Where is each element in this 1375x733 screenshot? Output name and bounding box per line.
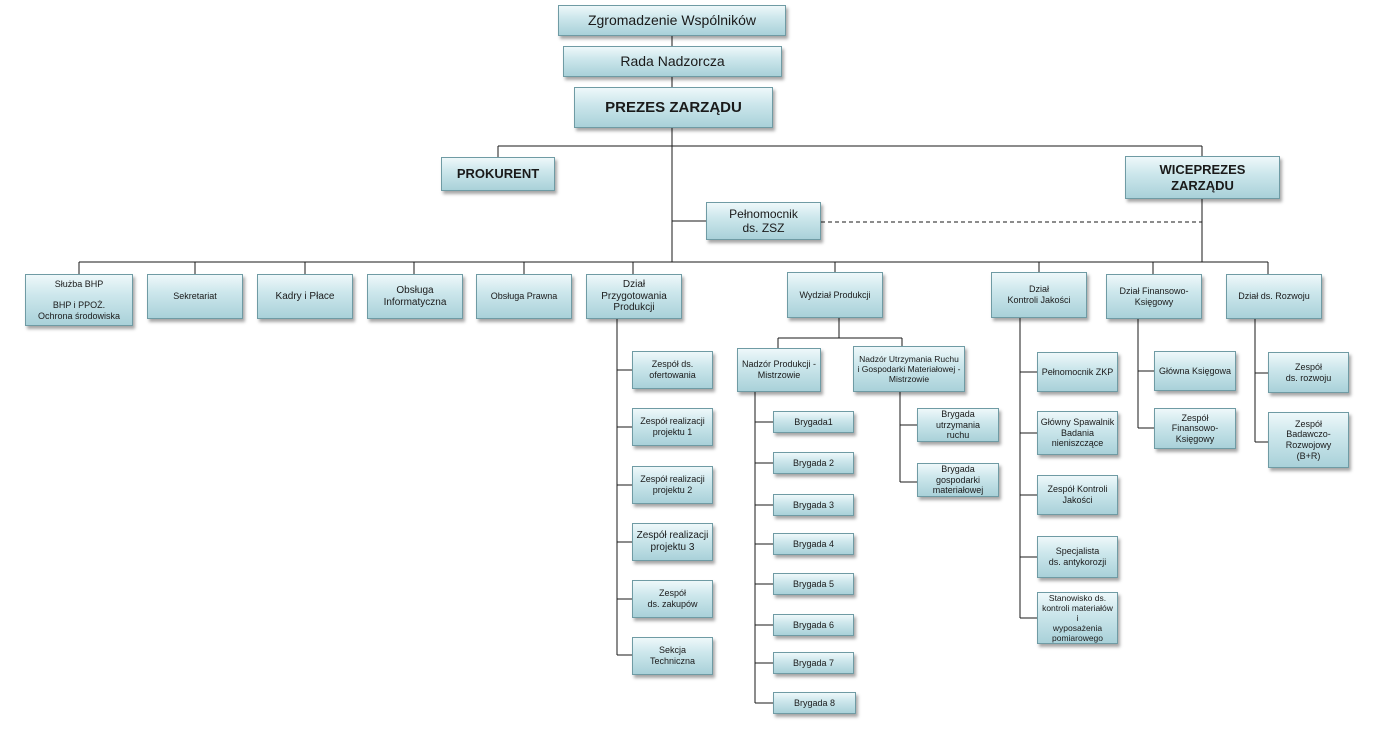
prezes-zarzadu-box: PREZES ZARZĄDU: [574, 87, 773, 128]
brygada-5-box: Brygada 5: [773, 573, 854, 595]
zespol-realizacji-projektu-2-box: Zespół realizacji projektu 2: [632, 466, 713, 504]
pelnomocnik-zkp-box: Pełnomocnik ZKP: [1037, 352, 1118, 392]
brygada-6-box: Brygada 6: [773, 614, 854, 636]
wydzial-produkcji-box: Wydział Produkcji: [787, 272, 883, 318]
sekretariat-box: Sekretariat: [147, 274, 243, 319]
specjalista-antykorozji-box: Specjalista ds. antykorozji: [1037, 536, 1118, 578]
nadzor-produkcji-box: Nadzór Produkcji - Mistrzowie: [737, 348, 821, 392]
sekcja-techniczna-box: Sekcja Techniczna: [632, 637, 713, 675]
zgromadzenie-wspolnikow-box: Zgromadzenie Wspólników: [558, 5, 786, 36]
brygada-7-box: Brygada 7: [773, 652, 854, 674]
glowny-spawalnik-box: Główny Spawalnik Badania nieniszczące: [1037, 411, 1118, 455]
zespol-badawczo-rozwojowy-box: Zespół Badawczo- Rozwojowy (B+R): [1268, 412, 1349, 468]
prokurent-box: PROKURENT: [441, 157, 555, 191]
brygada-2-box: Brygada 2: [773, 452, 854, 474]
zespol-ds-rozwoju-box: Zespół ds. rozwoju: [1268, 352, 1349, 393]
brygada-1-box: Brygada1: [773, 411, 854, 433]
brygada-8-box: Brygada 8: [773, 692, 856, 714]
obsluga-prawna-box: Obsługa Prawna: [476, 274, 572, 319]
glowna-ksiegowa-box: Główna Księgowa: [1154, 351, 1236, 391]
brygada-3-box: Brygada 3: [773, 494, 854, 516]
zespol-realizacji-projektu-1-box: Zespół realizacji projektu 1: [632, 408, 713, 446]
dzial-przygotowania-produkcji-box: Dział Przygotowania Produkcji: [586, 274, 682, 319]
sluzba-bhp-box: Służba BHP BHP i PPOŻ. Ochrona środowisk…: [25, 274, 133, 326]
brygada-utrzymania-ruchu-box: Brygada utrzymania ruchu: [917, 408, 999, 442]
zespol-kontroli-jakosci-box: Zespół Kontroli Jakości: [1037, 475, 1118, 515]
brygada-gospodarki-materialowej-box: Brygada gospodarki materiałowej: [917, 463, 999, 497]
rada-nadzorcza-box: Rada Nadzorcza: [563, 46, 782, 77]
zespol-ofertowania-box: Zespół ds. ofertowania: [632, 351, 713, 389]
zespol-zakupow-box: Zespół ds. zakupów: [632, 580, 713, 618]
dzial-finansowo-ksiegowy-box: Dział Finansowo- Księgowy: [1106, 274, 1202, 319]
nadzor-utrzymania-ruchu-box: Nadzór Utrzymania Ruchu i Gospodarki Mat…: [853, 346, 965, 392]
pelnomocnik-zsz-box: Pełnomocnik ds. ZSZ: [706, 202, 821, 240]
stanowisko-kontroli-materialow-box: Stanowisko ds. kontroli materiałów i wyp…: [1037, 592, 1118, 644]
wiceprezes-zarzadu-box: WICEPREZES ZARZĄDU: [1125, 156, 1280, 199]
zespol-realizacji-projektu-3-box: Zespół realizacji projektu 3: [632, 523, 713, 561]
zespol-finansowo-ksiegowy-box: Zespół Finansowo- Księgowy: [1154, 408, 1236, 449]
brygada-4-box: Brygada 4: [773, 533, 854, 555]
obsluga-informatyczna-box: Obsługa Informatyczna: [367, 274, 463, 319]
kadry-i-place-box: Kadry i Płace: [257, 274, 353, 319]
dzial-ds-rozwoju-box: Dział ds. Rozwoju: [1226, 274, 1322, 319]
dzial-kontroli-jakosci-box: Dział Kontroli Jakości: [991, 272, 1087, 318]
